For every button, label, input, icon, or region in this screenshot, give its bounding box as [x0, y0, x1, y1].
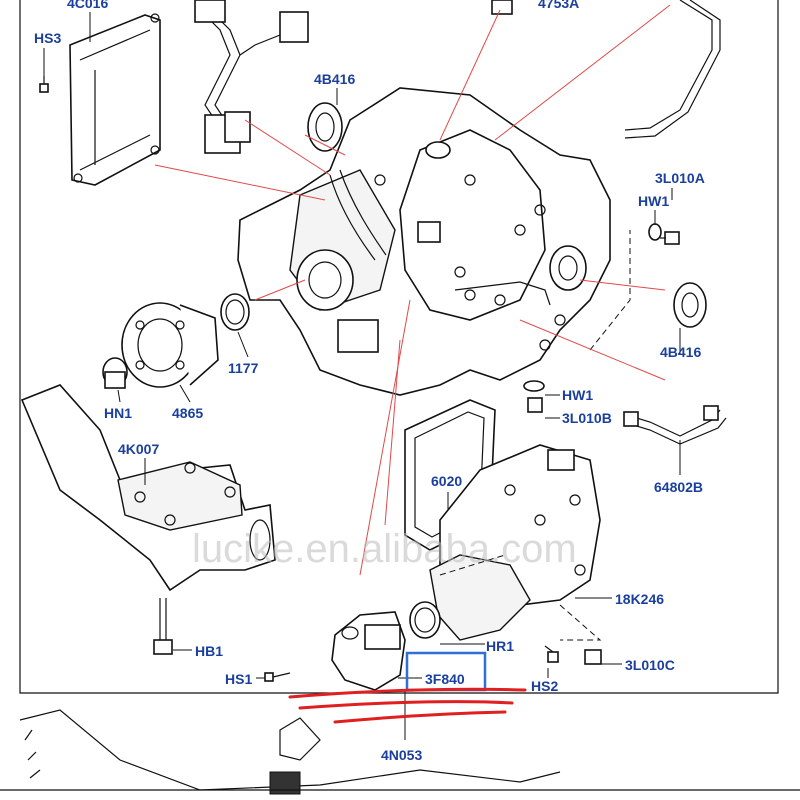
label-3l010b: 3L010B — [562, 410, 612, 426]
red-leader-lines — [154, 4, 671, 576]
label-4b416-right: 4B416 — [660, 344, 701, 360]
watermark-text: lucike.en.alibaba.com — [192, 527, 577, 571]
actuator-18k246-part — [429, 444, 601, 641]
seal-4b416-top-part — [307, 102, 343, 152]
label-hw1-mid: HW1 — [562, 387, 593, 403]
label-18k246: 18K246 — [615, 591, 664, 607]
label-3f840: 3F840 — [425, 671, 465, 687]
label-4k007: 4K007 — [118, 441, 159, 457]
label-hn1: HN1 — [104, 405, 132, 421]
transfer-case-housing-part — [237, 87, 611, 396]
seal-4b416-right-part — [673, 282, 707, 328]
mounting-bracket-4k007-part — [20, 384, 276, 592]
bolt-hb1-part — [153, 598, 173, 655]
label-hs1: HS1 — [225, 671, 252, 687]
o-ring-1177-part — [220, 293, 250, 331]
sensor-4753a-part — [491, 0, 513, 15]
leader-lines — [43, 12, 681, 740]
label-64802b: 64802B — [654, 479, 703, 495]
nut-hn1-part — [102, 357, 128, 389]
part-labels: 4C016 4753A HS3 4B416 3L010A HW1 4B416 1… — [34, 0, 705, 763]
label-4753a: 4753A — [538, 0, 579, 11]
plug-3l010b-part — [523, 380, 545, 413]
label-4b416-top: 4B416 — [314, 71, 355, 87]
o-ring-hr1-part — [409, 601, 441, 639]
tube-64802b-part — [623, 405, 727, 445]
label-1177: 1177 — [228, 360, 259, 376]
drive-flange-4865-part — [121, 302, 219, 388]
label-4c016: 4C016 — [67, 0, 108, 11]
label-hs2: HS2 — [531, 678, 558, 694]
label-hs3: HS3 — [34, 30, 61, 46]
wiring-harness-part — [194, 0, 309, 154]
bolt-hs2-part — [544, 645, 559, 663]
bolt-3l010a-part — [648, 223, 680, 245]
motor-4n053-part — [331, 611, 406, 691]
bolt-hs3-part — [39, 76, 49, 93]
label-hb1: HB1 — [195, 643, 223, 659]
label-hr1: HR1 — [486, 638, 514, 654]
label-4n053: 4N053 — [381, 747, 422, 763]
plug-3l010c-part — [584, 649, 602, 665]
label-6020: 6020 — [431, 473, 462, 489]
label-4865: 4865 — [172, 405, 203, 421]
red-underline-annotation — [288, 687, 527, 724]
tube-top-part — [624, 0, 721, 139]
label-3l010a: 3L010A — [655, 170, 705, 186]
bottom-thumbnail-strip — [0, 709, 800, 795]
label-3l010c: 3L010C — [625, 657, 675, 673]
diagram-frame — [19, 0, 779, 694]
label-hw1-top: HW1 — [638, 193, 669, 209]
ecu-module-part — [69, 13, 161, 186]
bolt-hs1-part — [264, 672, 291, 682]
